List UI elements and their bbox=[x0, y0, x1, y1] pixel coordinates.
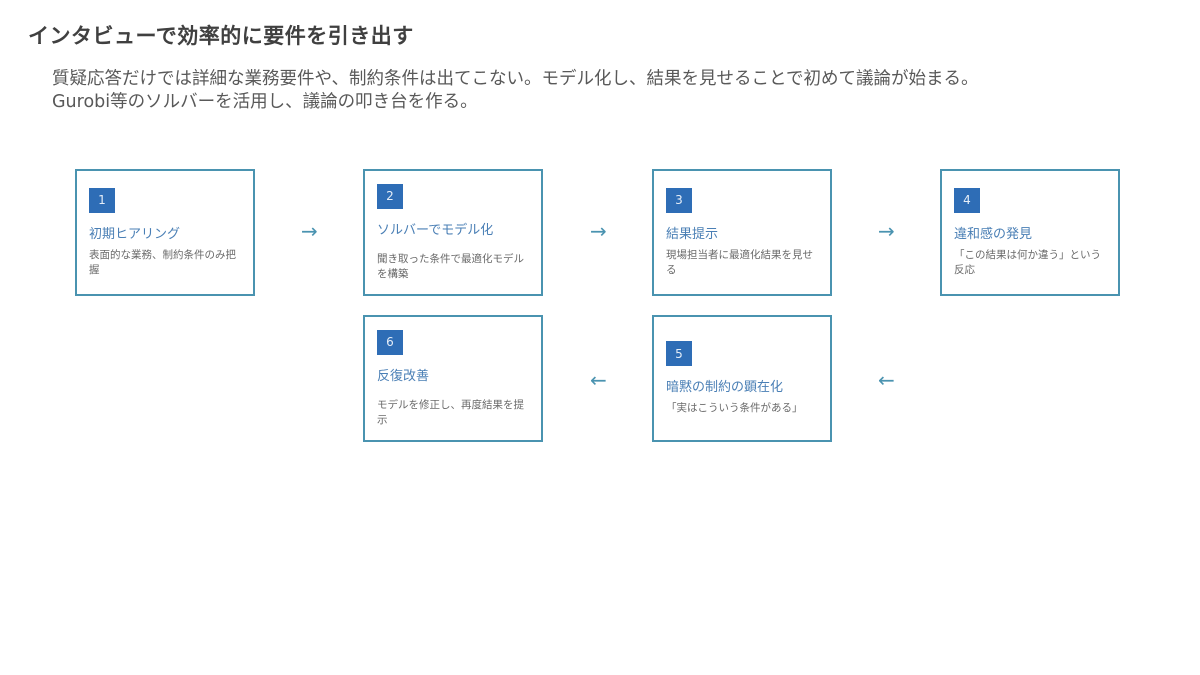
step-box-1: 1 初期ヒアリング 表面的な業務、制約条件のみ把握 bbox=[75, 169, 255, 296]
step-description: 「実はこういう条件がある」 bbox=[666, 402, 803, 414]
arrow-right-icon: → bbox=[590, 219, 607, 243]
step-title: 暗黙の制約の顕在化 bbox=[666, 380, 784, 395]
step-title: 初期ヒアリング bbox=[89, 226, 181, 242]
subtitle-line-1: 質疑応答だけでは詳細な業務要件や、制約条件は出てこない。モデル化し、結果を見せる… bbox=[52, 69, 979, 89]
arrow-left-icon: ← bbox=[878, 368, 895, 392]
step-description: 表面的な業務、制約条件のみ把握 bbox=[89, 248, 236, 276]
step-box-5: 5 暗黙の制約の顕在化 「実はこういう条件がある」 bbox=[652, 315, 832, 442]
step-number-badge: 4 bbox=[954, 187, 980, 213]
arrow-right-icon: → bbox=[878, 219, 895, 243]
step-description: 「この結果は何か違う」という反応 bbox=[954, 248, 1101, 276]
step-box-2: 2 ソルバーでモデル化 聞き取った条件で最適化モデルを構築 bbox=[363, 169, 543, 296]
step-number-badge: 5 bbox=[666, 341, 692, 366]
subtitle: 質疑応答だけでは詳細な業務要件や、制約条件は出てこない。モデル化し、結果を見せる… bbox=[52, 68, 978, 114]
step-number-badge: 1 bbox=[89, 187, 115, 213]
arrow-left-icon: ← bbox=[590, 368, 607, 392]
step-box-6: 6 反復改善 モデルを修正し、再度結果を提示 bbox=[363, 315, 543, 442]
step-number-badge: 2 bbox=[377, 183, 403, 209]
step-description: 聞き取った条件で最適化モデルを構築 bbox=[377, 252, 524, 280]
step-description: モデルを修正し、再度結果を提示 bbox=[377, 398, 524, 426]
arrow-right-icon: → bbox=[301, 219, 318, 243]
step-box-4: 4 違和感の発見 「この結果は何か違う」という反応 bbox=[940, 169, 1120, 296]
step-title: 反復改善 bbox=[377, 368, 430, 384]
step-title: 結果提示 bbox=[666, 226, 719, 242]
page-title: インタビューで効率的に要件を引き出す bbox=[28, 24, 414, 48]
step-description: 現場担当者に最適化結果を見せる bbox=[666, 248, 813, 276]
step-number-badge: 3 bbox=[666, 187, 692, 213]
step-title: ソルバーでモデル化 bbox=[377, 222, 494, 238]
step-number-badge: 6 bbox=[377, 329, 403, 355]
step-title: 違和感の発見 bbox=[954, 226, 1033, 242]
step-box-3: 3 結果提示 現場担当者に最適化結果を見せる bbox=[652, 169, 832, 296]
subtitle-line-2: Gurobi等のソルバーを活用し、議論の叩き台を作る。 bbox=[52, 92, 478, 112]
